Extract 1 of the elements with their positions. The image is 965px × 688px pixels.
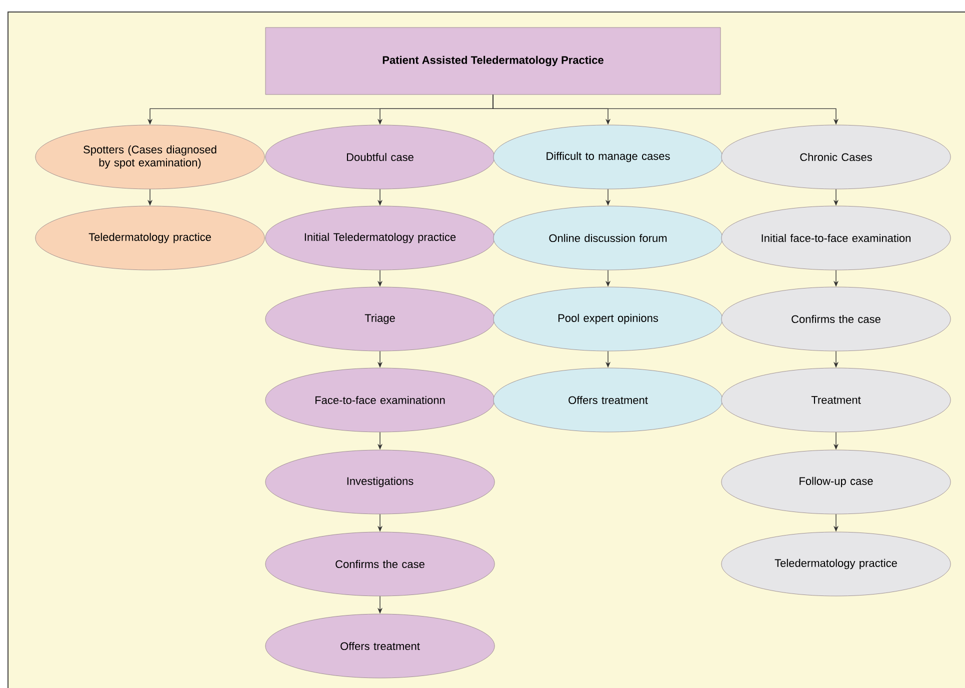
title-box: Patient Assisted Teledermatology Practice bbox=[265, 27, 721, 95]
